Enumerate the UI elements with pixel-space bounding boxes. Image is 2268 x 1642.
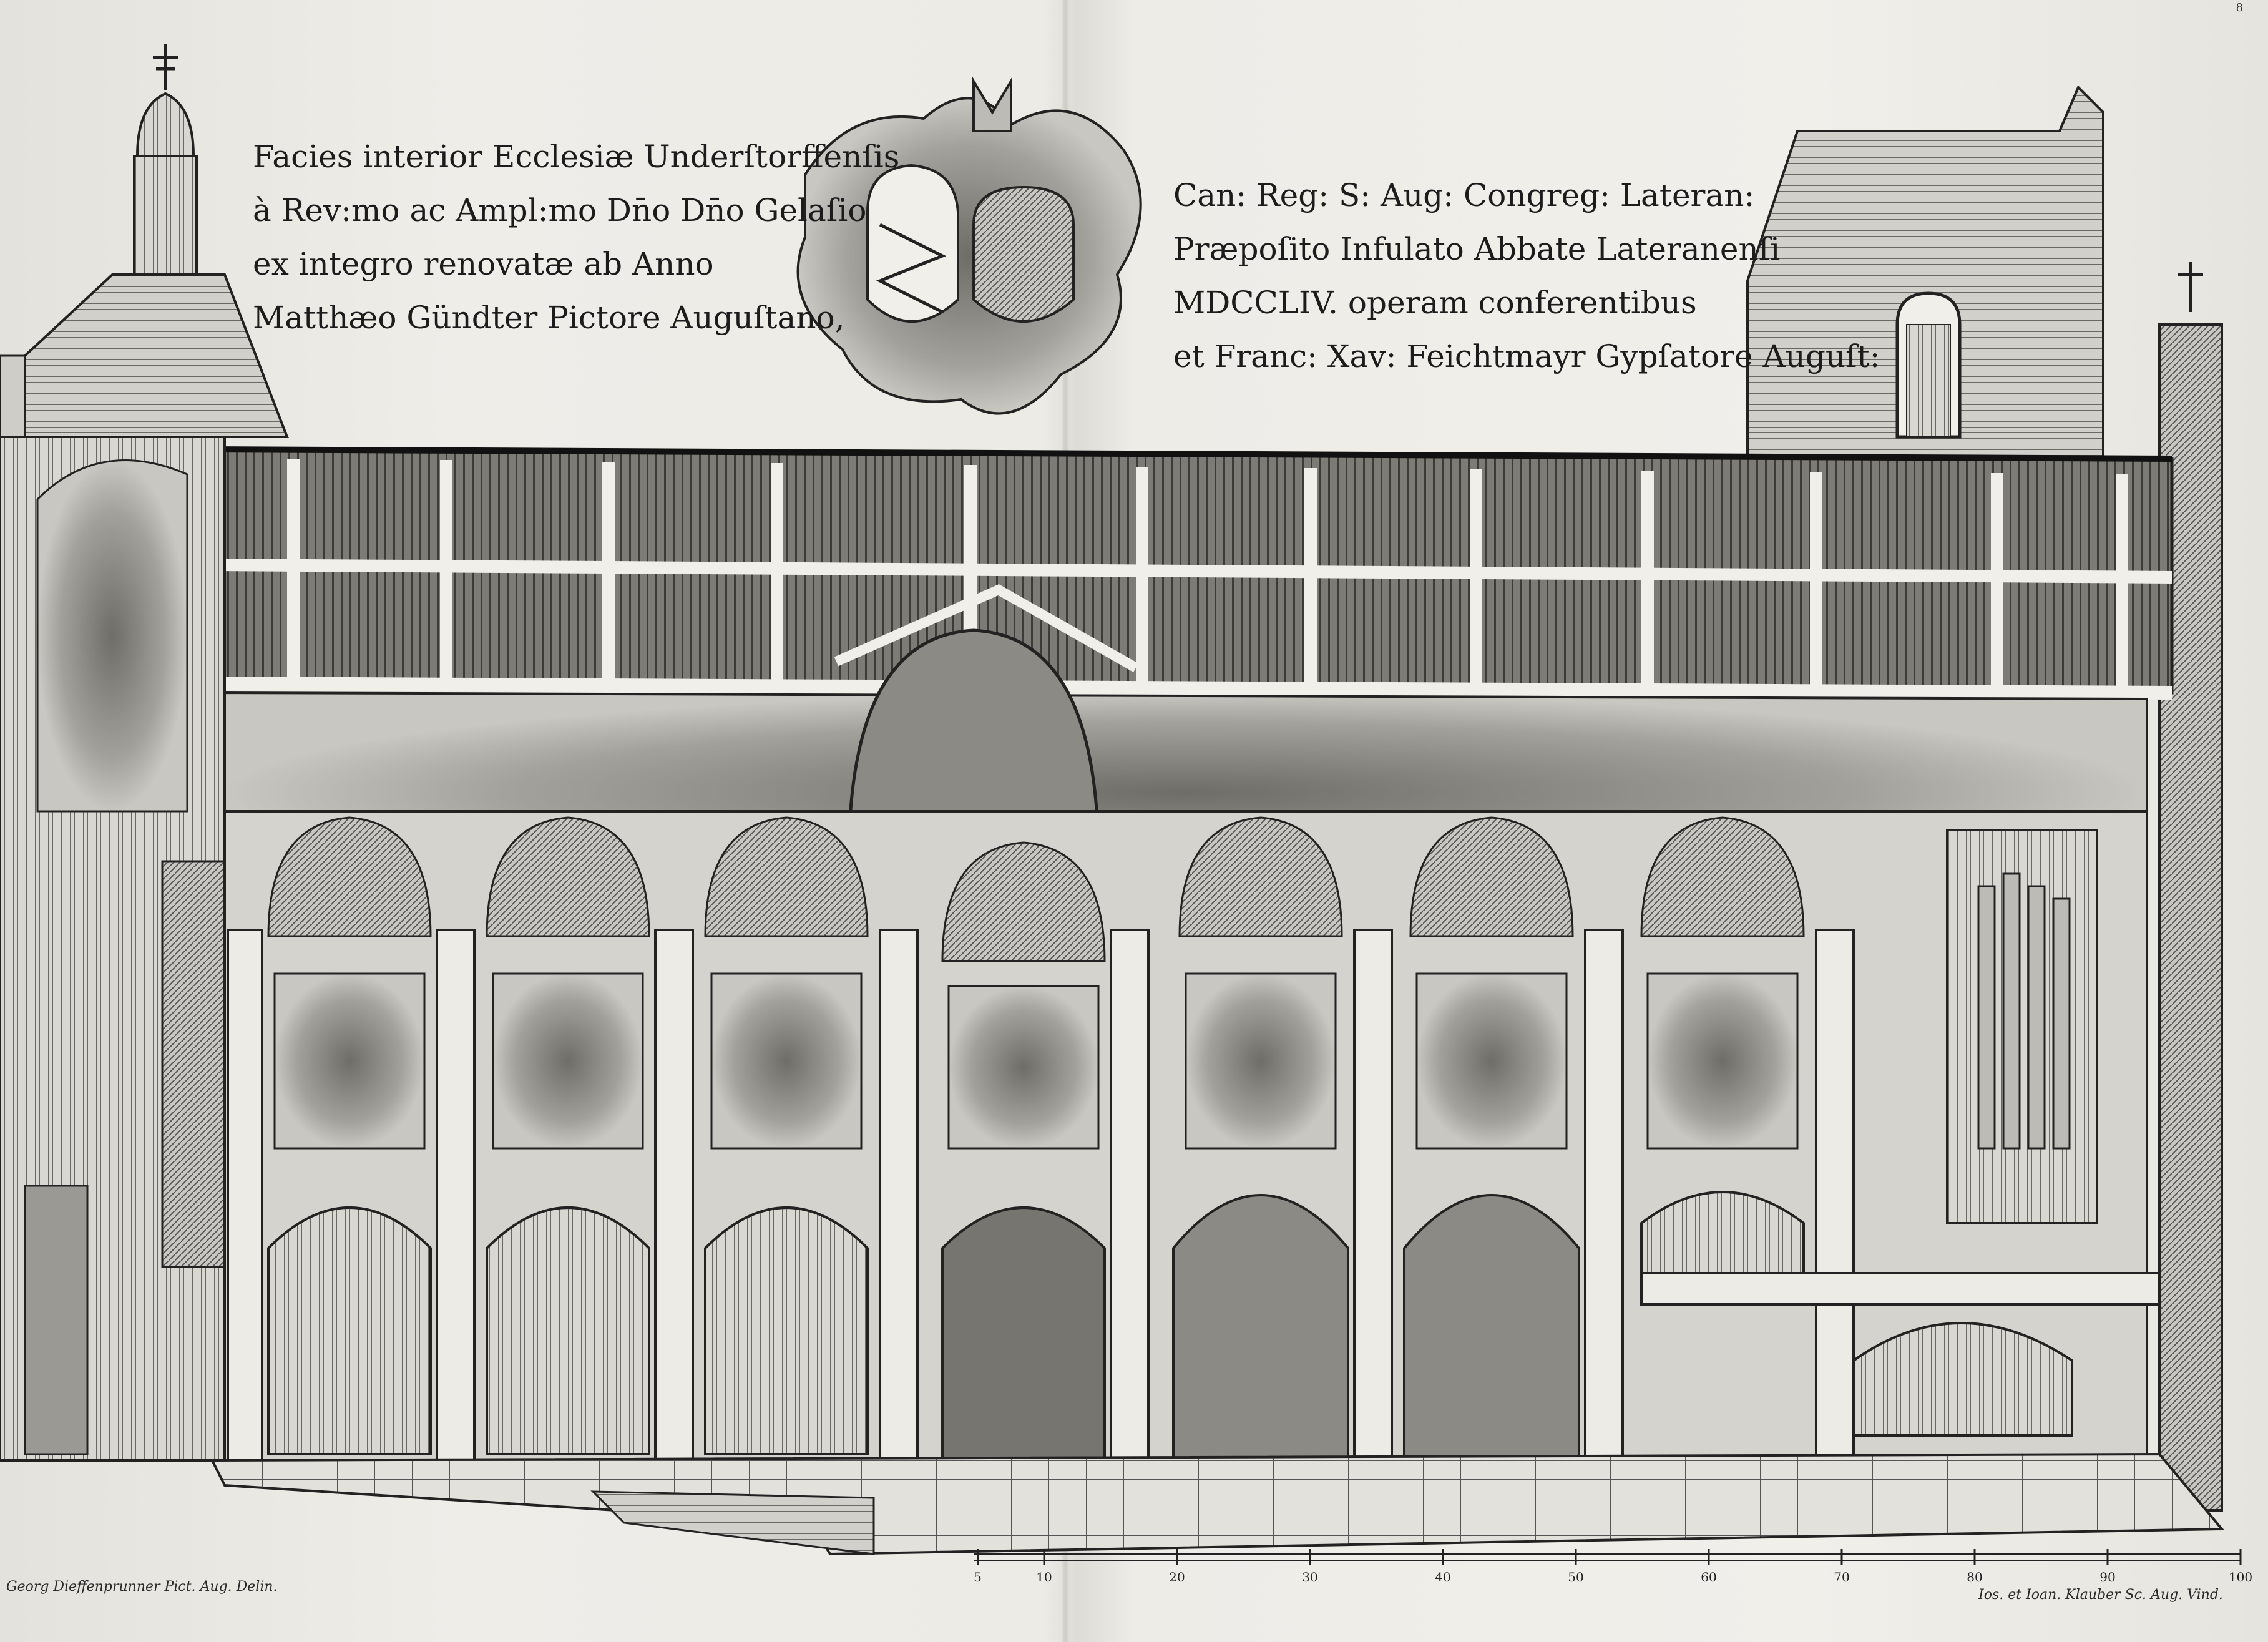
scale-tick-label: 90 — [2099, 1570, 2115, 1585]
inscription-right-line: MDCCLIV. operam conferentibus — [1173, 285, 1697, 321]
nave-bays — [223, 810, 2161, 1480]
central-vault-arch — [847, 628, 1100, 863]
inscription-left-line: Facies interior Ecclesiæ Underſtorffenſi… — [253, 139, 900, 175]
inscription-left-line: ex integro renovatæ ab Anno — [253, 246, 714, 282]
bay — [267, 816, 432, 1455]
inscription-right-line: et Franc: Xav: Feichtmayr Gypſatore Augu… — [1173, 338, 1880, 374]
credit-draughtsman: Georg Dieffenprunner Pict. Aug. Delin. — [6, 1579, 278, 1595]
scale-tick-label: 70 — [1834, 1570, 1849, 1585]
bay — [1172, 816, 1349, 1462]
bay — [1403, 816, 1580, 1462]
inscription-left-line: à Rev:mo ac Ampl:mo Dn̄o Dn̄o Gelaſio — [253, 192, 867, 228]
bay — [1640, 816, 1805, 1274]
inscription-right-line: Can: Reg: S: Aug: Congreg: Lateran: — [1173, 177, 1755, 213]
scale-bar: 5 10 20 30 40 50 60 70 80 90 100 — [974, 1549, 2252, 1585]
bay — [941, 841, 1106, 1480]
scale-tick-label: 5 — [974, 1570, 982, 1585]
bay — [704, 816, 869, 1455]
scale-tick-label: 100 — [2229, 1570, 2252, 1585]
right-tower — [1746, 85, 2223, 1512]
scale-tick-label: 20 — [1169, 1570, 1185, 1585]
scale-tick-label: 30 — [1302, 1570, 1317, 1585]
roof-truss — [204, 446, 2174, 700]
credit-engravers: Ios. et Ioan. Klauber Sc. Aug. Vind. — [1978, 1587, 2223, 1603]
inscription-right: Can: Reg: S: Aug: Congreg: Lateran: Præp… — [1173, 169, 1880, 383]
left-tower — [0, 44, 289, 438]
organ — [1640, 829, 2161, 1437]
inscription-right-line: Præpoſito Infulato Abbate Lateranenſi — [1173, 231, 1781, 267]
inscription-left: Facies interior Ecclesiæ Underſtorffenſi… — [253, 130, 899, 345]
scale-tick-label: 80 — [1967, 1570, 1982, 1585]
bay — [486, 816, 650, 1455]
scale-tick-label: 50 — [1568, 1570, 1583, 1585]
inscription-left-line: Matthæo Gündter Pictore Auguſtano, — [253, 300, 845, 336]
page-number: 8 — [2236, 1, 2243, 14]
nave-floor — [210, 1452, 2225, 1556]
scale-tick-label: 10 — [1036, 1570, 1052, 1585]
scale-ticks: 5 10 20 30 40 50 60 70 80 90 100 — [974, 1549, 2252, 1585]
steps — [590, 1490, 875, 1555]
scale-tick-label: 40 — [1435, 1570, 1450, 1585]
left-apse-section — [0, 436, 232, 1462]
coat-of-arms — [796, 76, 1142, 415]
scale-tick-label: 60 — [1701, 1570, 1716, 1585]
